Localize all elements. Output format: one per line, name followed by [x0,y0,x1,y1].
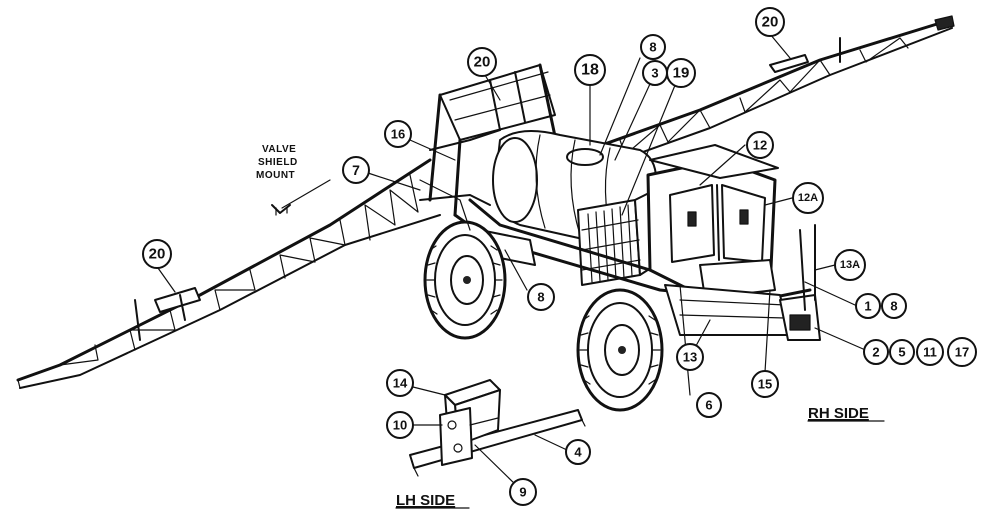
svg-text:15: 15 [758,377,772,392]
svg-text:1: 1 [864,299,871,314]
svg-text:12A: 12A [798,192,818,204]
callout-6: 6 [696,392,722,418]
cab [646,144,779,299]
valve-shield-mount-note: VALVE SHIELD MOUNT [256,144,298,181]
callout-5: 5 [889,339,915,365]
svg-text:20: 20 [149,246,166,263]
callout-13: 13 [676,343,704,371]
svg-text:8: 8 [537,290,544,305]
svg-text:19: 19 [673,65,690,82]
callout-14: 14 [386,369,414,397]
leader-lines [157,33,871,488]
callout-8-right: 8 [881,293,907,319]
svg-text:5: 5 [898,345,905,360]
left-boom [16,158,471,389]
svg-text:17: 17 [955,345,969,360]
svg-text:16: 16 [391,127,405,142]
callout-19: 19 [666,58,696,88]
svg-text:4: 4 [574,445,582,460]
svg-text:13A: 13A [840,259,860,271]
rh-side-label: RH SIDE [808,405,869,422]
valve-note-line2: SHIELD [258,157,298,168]
callout-13a: 13A [834,249,866,281]
svg-text:12: 12 [753,138,767,153]
svg-text:20: 20 [474,54,491,71]
svg-text:13: 13 [683,350,697,365]
svg-text:11: 11 [923,345,937,360]
svg-text:8: 8 [890,299,897,314]
chassis [453,198,821,341]
svg-text:18: 18 [581,62,599,79]
lh-side-label: LH SIDE [396,492,455,509]
front-wheel [576,288,664,412]
svg-text:7: 7 [352,162,360,178]
callout-8-mid: 8 [527,283,555,311]
svg-text:14: 14 [393,376,408,391]
callout-16: 16 [384,120,412,148]
callout-20-top: 20 [467,47,497,77]
rear-frame [419,63,562,217]
callout-7: 7 [342,156,370,184]
callout-4: 4 [565,439,591,465]
callout-3: 3 [642,60,668,86]
callout-2: 2 [863,339,889,365]
svg-text:8: 8 [649,40,656,55]
callout-8-top: 8 [640,34,666,60]
callout-18: 18 [574,54,606,86]
svg-text:10: 10 [393,418,407,433]
svg-text:3: 3 [651,66,658,81]
lh-side-detail [409,379,586,477]
callout-17: 17 [947,337,977,367]
valve-shield-mount-sketch [271,204,291,216]
valve-note-line1: VALVE [262,144,296,155]
valve-note-line3: MOUNT [256,170,295,181]
callout-11: 11 [916,338,944,366]
svg-text:6: 6 [705,398,712,413]
callout-12: 12 [746,131,774,159]
callout-10: 10 [386,411,414,439]
svg-text:20: 20 [762,14,779,31]
svg-text:9: 9 [519,485,526,500]
callout-12a: 12A [792,182,824,214]
svg-text:2: 2 [872,345,879,360]
callout-1: 1 [855,293,881,319]
callout-15: 15 [751,370,779,398]
callout-9: 9 [509,478,537,506]
callout-20-right: 20 [755,7,785,37]
rear-wheel [423,220,507,340]
callout-20-left: 20 [142,239,172,269]
